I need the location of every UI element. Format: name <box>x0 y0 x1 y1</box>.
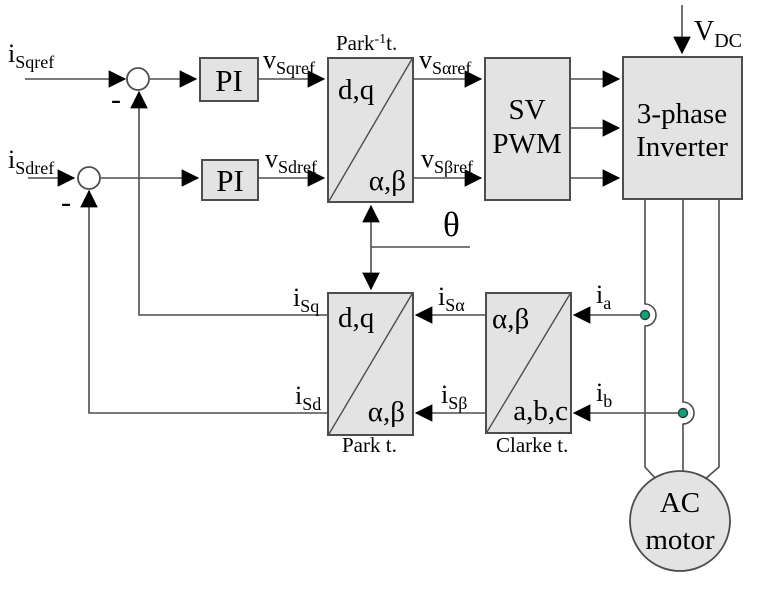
minus-sign-d: - <box>61 186 71 219</box>
park-dq-label: d,q <box>338 302 374 334</box>
isd-label: iSd <box>295 381 321 414</box>
clarke-transform-block: α,β a,b,c Clarke t. <box>485 292 572 457</box>
vsbetaref-label: vSβref <box>421 144 473 177</box>
park-ab-label: α,β <box>368 396 405 428</box>
motor-line1: AC <box>660 487 700 519</box>
inverter-line1: 3-phase <box>637 98 727 130</box>
inverse-park-transform-block: d,q α,β Park-1t. <box>327 31 414 203</box>
ia-label: ia <box>596 280 611 313</box>
park-transform-block: d,q α,β Park t. <box>327 292 414 457</box>
inverse-park-ab-label: α,β <box>369 165 406 197</box>
summing-junction-q <box>126 67 150 91</box>
vsalpharef-label: vSαref <box>419 45 471 78</box>
wire-inverter-phase-a <box>644 199 658 481</box>
wires <box>25 5 720 481</box>
minus-sign-q: - <box>111 83 121 116</box>
svpwm-line2: PWM <box>492 128 561 160</box>
svpwm-block: SV PWM <box>484 57 571 201</box>
pi-controller-q: PI <box>199 57 259 102</box>
isqref-label: iSqref <box>8 39 54 72</box>
isq-label: iSq <box>293 283 319 316</box>
park-caption: Park t. <box>342 433 397 457</box>
vsdref-label: vSdref <box>265 144 317 177</box>
clarke-caption: Clarke t. <box>496 433 568 457</box>
wire-inverter-phase-b <box>682 199 695 471</box>
current-sensor-ia-dot <box>639 309 651 321</box>
motor-line2: motor <box>645 524 715 556</box>
inverse-park-dq-label: d,q <box>338 74 374 106</box>
svpwm-line1: SV <box>508 94 545 126</box>
vdc-label: VDC <box>694 16 742 52</box>
ib-label: ib <box>596 378 612 411</box>
isalpha-label: iSα <box>438 282 465 315</box>
inverter-line2: Inverter <box>636 131 728 163</box>
ac-motor: AC motor <box>629 470 731 572</box>
current-sensor-ib-dot <box>677 407 689 419</box>
pi1-label: PI <box>215 63 243 98</box>
clarke-ab-label: α,β <box>492 303 529 335</box>
vsqref-label: vSqref <box>263 45 315 78</box>
pi2-label: PI <box>216 163 244 198</box>
isdref-label: iSdref <box>8 145 54 178</box>
wire-isd-feedback <box>80 189 328 414</box>
clarke-abc-label: a,b,c <box>513 395 568 427</box>
summing-junction-d <box>77 166 101 190</box>
theta-label: θ <box>443 205 460 244</box>
inverter-block: 3-phase Inverter <box>622 56 743 200</box>
inverse-park-title: Park-1t. <box>336 31 397 55</box>
wire-isq-feedback <box>130 90 328 316</box>
pi-controller-d: PI <box>201 159 259 201</box>
wire-inverter-phase-c <box>703 199 720 481</box>
isbeta-label: iSβ <box>441 380 467 413</box>
